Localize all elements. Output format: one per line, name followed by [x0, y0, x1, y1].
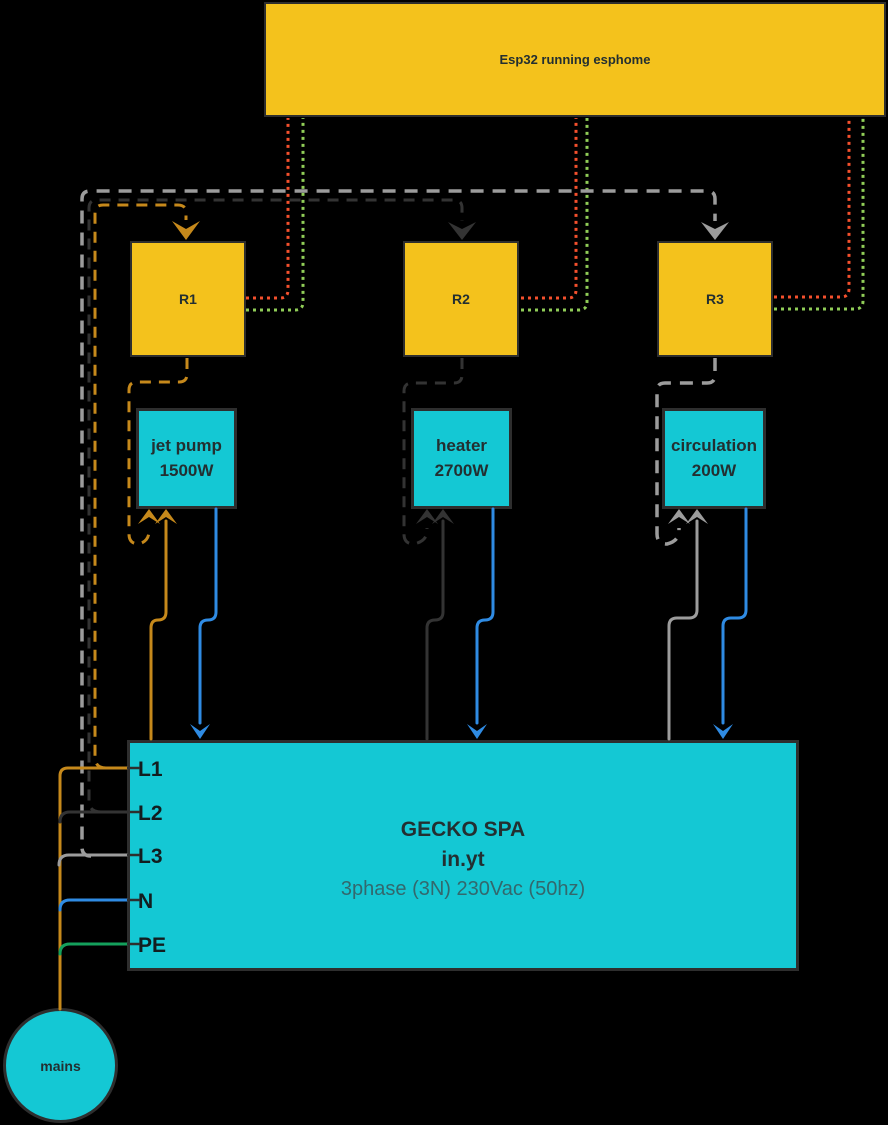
jet-pump-power: 1500W — [159, 460, 214, 480]
arrowhead-into-r1 — [172, 221, 200, 240]
arrowhead-into-spa-3 — [713, 724, 733, 739]
wire-esp-r2-red-dotted — [521, 118, 576, 298]
arrowhead-into-r3 — [701, 222, 729, 240]
wire-esp-r2-green-dotted — [521, 118, 587, 310]
circulation-name: circulation — [671, 435, 757, 455]
wire-esp-r1-red-dotted — [246, 118, 288, 298]
wire-l3-branch-gray — [59, 855, 127, 865]
mains-label: mains — [40, 1057, 81, 1074]
load-jet-pump-box: jet pump 1500W — [136, 408, 237, 509]
arrowhead-into-jet-pump — [155, 509, 177, 524]
mains-circle: mains — [3, 1008, 118, 1123]
wire-esp-r3-green-dotted — [774, 118, 863, 309]
gecko-spa-text: GECKO SPA in.yt 3phase (3N) 230Vac (50hz… — [130, 815, 796, 904]
wire-l2-branch-black — [60, 812, 127, 822]
wire-n-branch-blue — [60, 900, 127, 910]
spa-title: GECKO SPA — [400, 818, 526, 841]
relay-r1-box: R1 — [130, 241, 246, 357]
heater-power: 2700W — [434, 460, 489, 480]
gecko-spa-box: GECKO SPA in.yt 3phase (3N) 230Vac (50hz… — [127, 740, 799, 971]
arrowhead-into-r2 — [448, 222, 476, 240]
wire-spa-to-heater-black — [427, 509, 454, 739]
arrowhead-into-circulation-dashed — [668, 509, 690, 524]
relay-r3-label: R3 — [706, 291, 724, 307]
wire-jet-pump-n-blue — [190, 509, 216, 739]
wire-heater-n-blue — [467, 509, 493, 739]
arrowhead-into-jet-pump-dashed — [138, 509, 160, 524]
wire-spa-to-jet-pump-orange — [151, 509, 177, 739]
wire-mains-trunk-orange — [60, 768, 127, 1009]
wire-esp-r3-red-dotted — [774, 118, 849, 297]
spa-model: in.yt — [441, 848, 485, 871]
spa-spec: 3phase (3N) 230Vac (50hz) — [340, 878, 586, 900]
wire-esp-r1-green-dotted — [246, 118, 303, 310]
heater-name: heater — [435, 435, 488, 455]
arrowhead-into-heater-dashed — [416, 509, 438, 524]
terminal-label-n: N — [138, 890, 154, 913]
relay-r2-box: R2 — [403, 241, 519, 357]
terminal-label-l3: L3 — [138, 845, 163, 868]
arrowhead-into-spa-2 — [467, 724, 487, 739]
circulation-power: 200W — [691, 460, 737, 480]
terminal-label-pe: PE — [138, 934, 167, 957]
load-circulation-box: circulation 200W — [662, 408, 766, 509]
jet-pump-name: jet pump — [151, 435, 222, 455]
wire-spa-to-circulation-gray — [669, 509, 708, 739]
esp32-box-label: Esp32 running esphome — [499, 52, 651, 67]
terminal-label-l2: L2 — [138, 802, 163, 825]
esp32-box: Esp32 running esphome — [264, 2, 886, 117]
relay-r2-label: R2 — [452, 291, 470, 307]
terminal-label-l1: L1 — [138, 758, 163, 781]
arrowhead-into-circulation — [686, 509, 708, 524]
load-heater-box: heater 2700W — [411, 408, 512, 509]
wire-circulation-n-blue — [713, 509, 746, 739]
relay-r3-box: R3 — [657, 241, 773, 357]
arrowhead-into-heater — [432, 509, 454, 524]
wire-pe-branch-green — [60, 944, 127, 954]
arrowhead-into-spa-1 — [190, 724, 210, 739]
relay-r1-label: R1 — [179, 291, 197, 307]
